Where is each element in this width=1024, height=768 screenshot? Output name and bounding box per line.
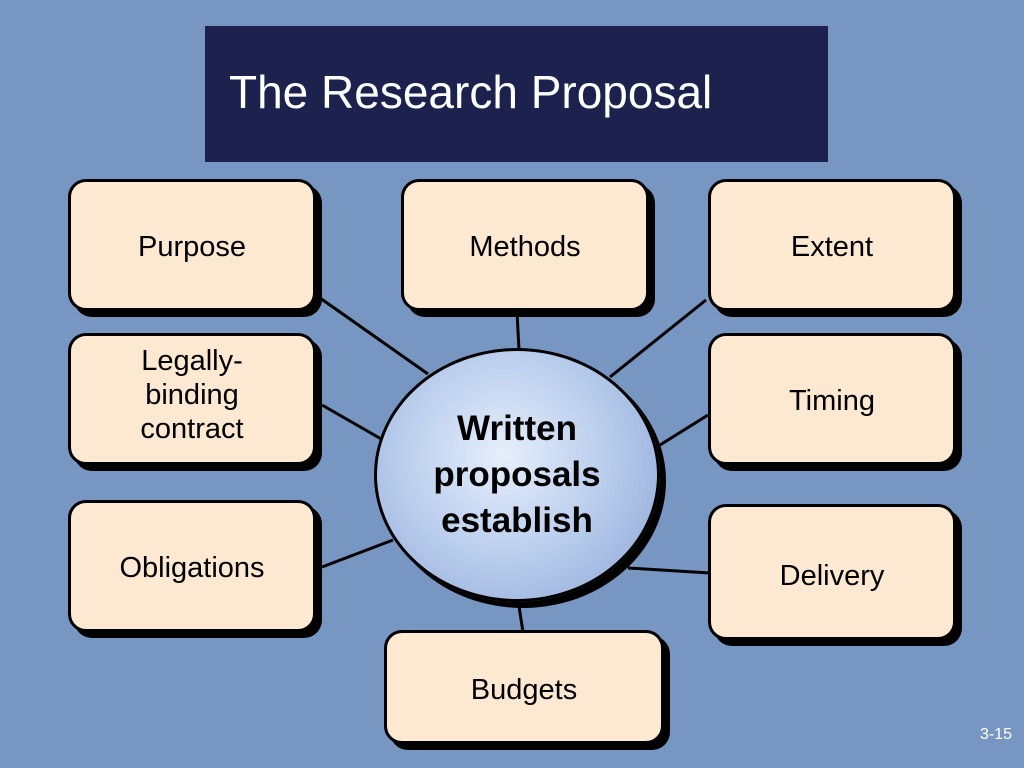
node-budgets-label: Budgets [470,674,578,706]
connector-obligations [321,538,394,569]
node-legally-binding-label: Legally-binding contract [140,345,244,445]
connector-legally-binding [321,403,384,442]
node-methods-label: Methods [469,231,581,263]
connector-extent [609,298,707,379]
node-obligations: Obligations [68,500,316,632]
node-purpose-label: Purpose [137,231,246,263]
node-timing-label: Timing [789,385,875,417]
slide-number: 3-15 [979,726,1012,743]
node-budgets: Budgets [384,630,664,744]
slide-title: The Research Proposal [229,66,713,118]
node-legally-binding: Legally-binding contract [68,333,316,465]
node-extent: Extent [708,179,956,311]
connector-timing [659,413,709,447]
title-box: The Research Proposal [205,26,828,162]
node-delivery-label: Delivery [779,560,885,592]
node-methods: Methods [401,179,649,311]
connector-methods [515,311,521,351]
connector-purpose [319,296,429,376]
node-obligations-label: Obligations [119,552,265,584]
node-delivery: Delivery [708,504,956,640]
connector-delivery [627,566,711,575]
node-purpose: Purpose [68,179,316,311]
center-circle: Written proposals establish [374,348,660,602]
node-timing: Timing [708,333,956,465]
node-extent-label: Extent [790,231,874,263]
connector-budgets [516,599,525,633]
center-label: Written proposals establish [433,409,601,540]
